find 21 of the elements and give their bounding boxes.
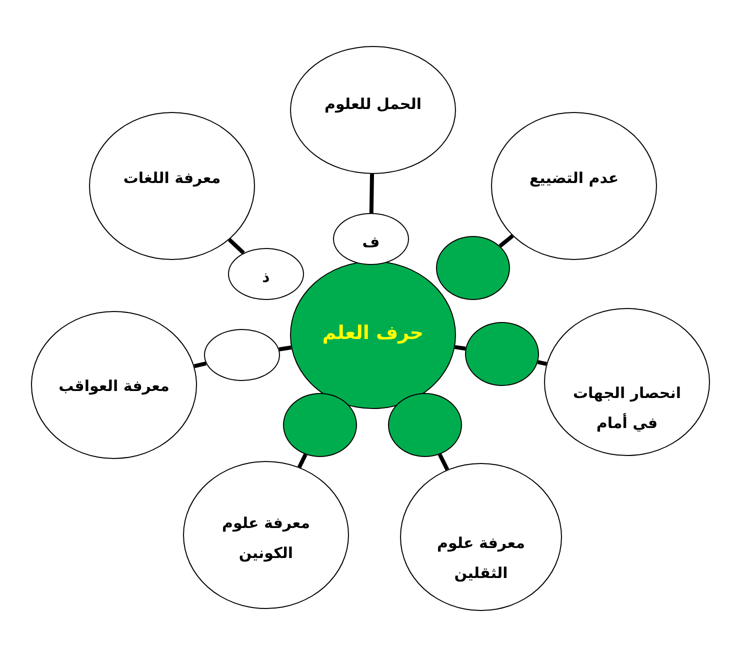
circle-label: معرفة العواقب [58, 376, 170, 397]
empty-ellipse [436, 236, 510, 300]
circle-label: عدم التضييع [528, 168, 620, 189]
connector-line [194, 361, 206, 368]
circle-label: معرفة اللغات [122, 168, 222, 189]
connector-line [278, 346, 292, 352]
connector-line [498, 234, 514, 248]
circle-label: الحمل للعلوم [324, 94, 422, 115]
connector-line [454, 345, 466, 351]
letter-label: ذ [261, 267, 271, 288]
connector-line [297, 454, 308, 468]
connector-line [369, 174, 374, 214]
letter-label: ف [361, 232, 381, 253]
circle-label: انحصار الجهات في أمام [572, 383, 682, 434]
connector-line [537, 360, 547, 366]
connector-line [438, 453, 450, 471]
connector-line [228, 238, 245, 254]
small-ellipse [228, 248, 304, 300]
circle-label: معرفة علوم الثقلين [436, 533, 526, 584]
circle-label: معرفة علوم الكونين [221, 513, 311, 564]
circle-label: حرف العلم [321, 321, 425, 346]
